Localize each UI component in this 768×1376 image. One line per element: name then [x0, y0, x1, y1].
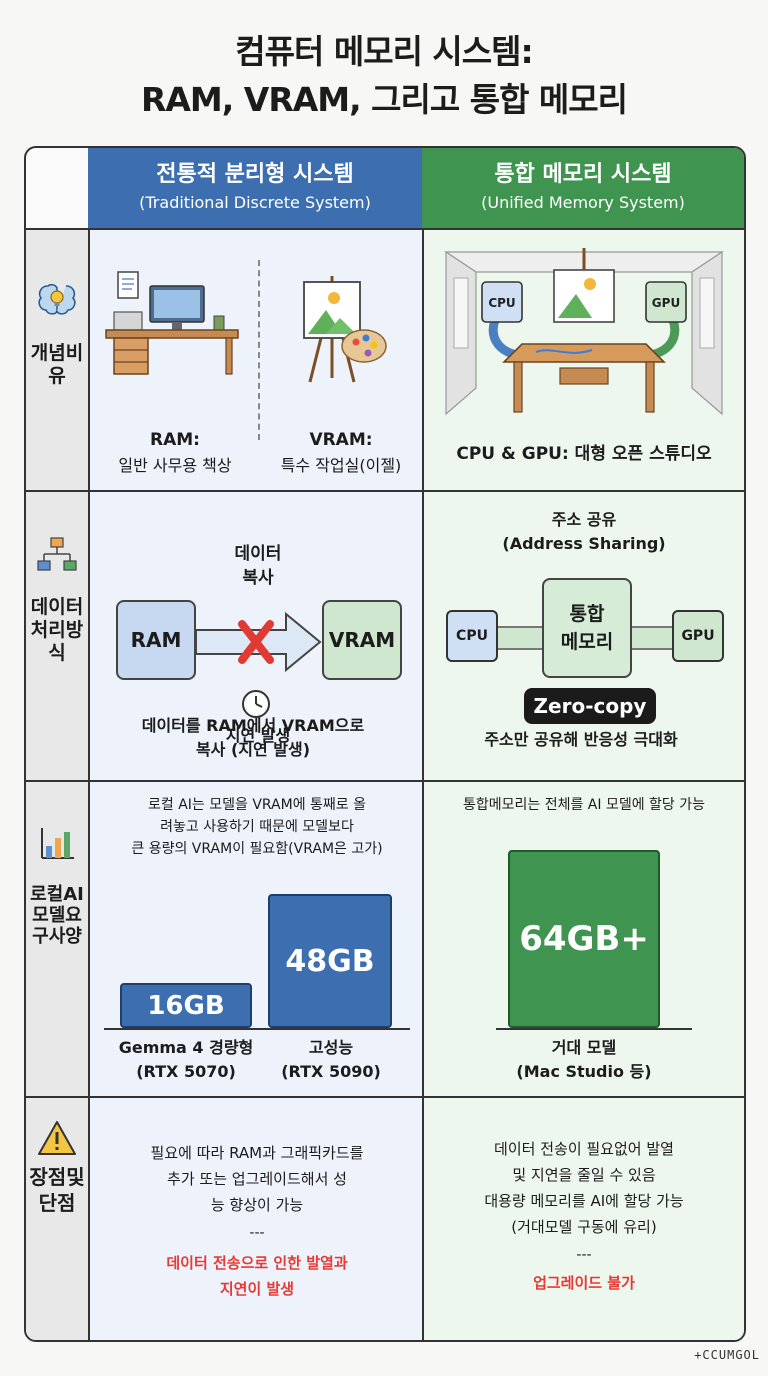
dataflow-discrete-caption-1: 데이터를 RAM에서 VRAM으로 [141, 716, 365, 735]
studio-cpu-chip-label: CPU [488, 296, 515, 310]
signature: +CCUMGOL [694, 1348, 760, 1362]
cell-requirements-unified: 통합메모리는 전체를 AI 모델에 할당 가능 64GB+ 거대 모델 (Mac… [422, 780, 744, 1096]
cell-requirements-discrete: 로컬 AI는 모델을 VRAM에 통째로 올 려놓고 사용하기 때문에 모델보다… [88, 780, 422, 1096]
header-discrete: 전통적 분리형 시스템 (Traditional Discrete System… [88, 148, 422, 228]
row-label-requirements: 로컬AI모델요구사양 [26, 780, 88, 1096]
zero-copy-badge: Zero-copy [524, 688, 656, 724]
delay-label: 지연 발생 [225, 726, 291, 745]
header-discrete-subtitle: (Traditional Discrete System) [139, 193, 371, 212]
office-desk-icon [105, 271, 239, 375]
vram-analogy-title: VRAM: [309, 430, 373, 450]
discrete-separator: --- [249, 1225, 265, 1241]
cpu-chip: CPU [446, 610, 498, 662]
ram-analogy-caption: 일반 사무용 책상 [118, 456, 232, 475]
row-label-analogy: 개념비유 [26, 228, 88, 490]
header-unified-subtitle: (Unified Memory System) [481, 193, 685, 212]
discrete-con-1: 데이터 전송으로 인한 발열과 [166, 1254, 348, 1272]
unified-note: 통합메모리는 전체를 AI 모델에 할당 가능 [462, 797, 706, 813]
discrete-con-2: 지연이 발생 [219, 1280, 295, 1298]
studio-caption: CPU & GPU: 대형 오픈 스튜디오 [456, 444, 712, 464]
analogy-divider [258, 260, 260, 440]
unified-separator: --- [576, 1247, 592, 1263]
row-label-dataflow-text: 데이터처리방식 [30, 596, 84, 664]
bar-48gb: 48GB [268, 894, 392, 1028]
open-studio-icon: CPU GPU [444, 248, 724, 416]
discrete-pro-2: 추가 또는 업그레이드해서 성 [167, 1170, 347, 1188]
unified-pro-3: 대용량 메모리를 AI에 할당 가능 [484, 1192, 684, 1210]
bar-16gb-caption-1: Gemma 4 경량형 [118, 1038, 254, 1057]
discrete-pro-3: 능 향상이 가능 [210, 1196, 304, 1214]
clock-icon [242, 690, 270, 718]
copy-label-2: 복사 [242, 568, 274, 588]
comparison-table: 전통적 분리형 시스템 (Traditional Discrete System… [24, 146, 746, 1342]
vram-box: VRAM [322, 600, 402, 680]
bar-64gb-caption-2: (Mac Studio 등) [516, 1062, 652, 1081]
bar-16gb-caption-2: (RTX 5070) [136, 1062, 236, 1081]
flowchart-icon [37, 537, 77, 571]
cell-analogy-unified: CPU GPU CPU & GPU: 대형 오픈 스튜디오 [422, 228, 744, 490]
cell-dataflow-unified: 주소 공유 (Address Sharing) CPU GPU 통합 메모리 Z… [422, 490, 744, 780]
bar-16gb: 16GB [120, 983, 252, 1028]
cell-dataflow-discrete: 데이터 복사 RAM VRAM 지연 발생 [88, 490, 422, 780]
baseline-left [104, 1028, 410, 1030]
dataflow-discrete-caption-2: 복사 (지연 발생) [195, 740, 311, 759]
unified-pro-2: 및 지연을 줄일 수 있음 [512, 1166, 656, 1184]
vram-note-2: 려놓고 사용하기 때문에 모델보다 [160, 819, 354, 835]
unified-memory-label-1: 통합 [569, 603, 605, 625]
brain-lightbulb-icon [38, 283, 76, 315]
copy-arrow-icon [195, 611, 322, 673]
row-label-pros-cons-text: 장점및단점 [29, 1165, 85, 1215]
warning-icon [38, 1121, 76, 1155]
cell-pros-cons-unified: 데이터 전송이 필요없어 발열 및 지연을 줄일 수 있음 대용량 메모리를 A… [422, 1096, 744, 1340]
vram-note-1: 로컬 AI는 모델을 VRAM에 통째로 올 [147, 797, 367, 813]
bar-48gb-caption-1: 고성능 [308, 1038, 354, 1057]
row-label-pros-cons: 장점및단점 [26, 1096, 88, 1340]
ram-analogy-title: RAM: [150, 430, 200, 450]
easel-icon [303, 276, 387, 383]
ram-box: RAM [116, 600, 196, 680]
title-line-2: RAM, VRAM, 그리고 통합 메모리 [140, 80, 628, 119]
row-label-analogy-text: 개념비유 [30, 342, 84, 387]
cell-pros-cons-discrete: 필요에 따라 RAM과 그래픽카드를 추가 또는 업그레이드해서 성 능 향상이… [88, 1096, 422, 1340]
unified-memory-label-2: 메모리 [560, 631, 614, 653]
dataflow-unified-caption: 주소만 공유해 반응성 극대화 [484, 730, 678, 749]
unified-con-1: 업그레이드 불가 [533, 1274, 635, 1292]
title-line-1: 컴퓨터 메모리 시스템: [235, 32, 533, 71]
cell-analogy-discrete: RAM: 일반 사무용 책상 VRAM: 특수 작업실(이젤) [88, 228, 422, 490]
copy-label-1: 데이터 [234, 544, 282, 564]
unified-memory-box: 통합 메모리 [542, 578, 632, 678]
header-unified-title: 통합 메모리 시스템 [494, 162, 672, 187]
vram-analogy-caption: 특수 작업실(이젤) [280, 456, 402, 475]
vram-note-3: 큰 용량의 VRAM이 필요함(VRAM은 고가) [131, 841, 383, 857]
bar-chart-icon [41, 828, 74, 859]
header-discrete-title: 전통적 분리형 시스템 [156, 162, 354, 187]
gpu-chip: GPU [672, 610, 724, 662]
bar-48gb-caption-2: (RTX 5090) [281, 1062, 381, 1081]
header-unified: 통합 메모리 시스템 (Unified Memory System) [422, 148, 744, 228]
address-sharing-subtitle: (Address Sharing) [502, 534, 666, 553]
studio-gpu-chip-label: GPU [652, 296, 680, 310]
unified-pro-4: (거대모델 구동에 유리) [511, 1218, 657, 1236]
address-sharing-label: 주소 공유 [551, 510, 617, 529]
row-label-dataflow: 데이터처리방식 [26, 490, 88, 780]
discrete-pro-1: 필요에 따라 RAM과 그래픽카드를 [150, 1144, 364, 1162]
bar-64gb-caption-1: 거대 모델 [551, 1038, 617, 1057]
row-label-requirements-text: 로컬AI모델요구사양 [30, 884, 84, 947]
bar-64gb: 64GB+ [508, 850, 660, 1028]
page-title: 컴퓨터 메모리 시스템: RAM, VRAM, 그리고 통합 메모리 [0, 28, 768, 124]
unified-pro-1: 데이터 전송이 필요없어 발열 [494, 1140, 674, 1158]
baseline-right [496, 1028, 692, 1030]
